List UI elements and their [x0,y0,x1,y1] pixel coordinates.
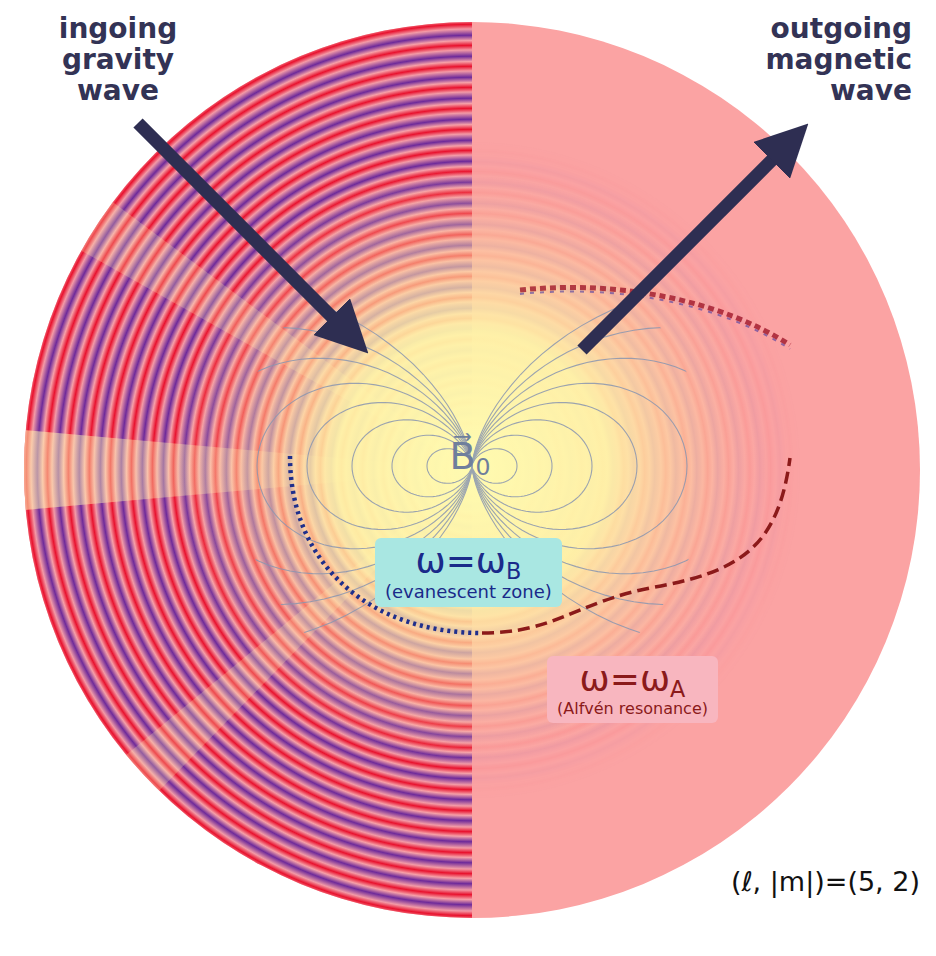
field-symbol: B⃗0 [425,436,515,478]
region-label-box: ω=ωA(Alfvén resonance) [547,656,718,723]
wave-label: ingoing gravity wave [48,14,188,106]
wave-label: outgoing magnetic wave [760,14,912,106]
frequency-condition: ω=ωB [385,540,552,581]
field-line [472,449,517,484]
region-label-box: ω=ωB(evanescent zone) [375,538,562,607]
region-note: (Alfvén resonance) [557,699,708,718]
mode-label: (ℓ, |m|)=(5, 2) [640,866,920,898]
field-line [472,435,552,497]
frequency-condition: ω=ωA [557,658,708,699]
region-note: (evanescent zone) [385,581,552,603]
